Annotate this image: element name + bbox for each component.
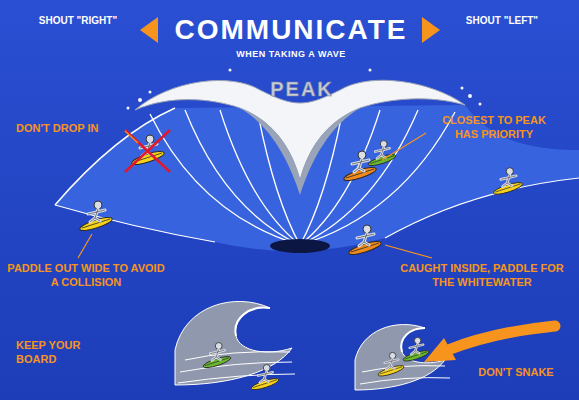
wave-edge	[55, 205, 215, 242]
art-circle	[479, 103, 482, 106]
art-circle	[138, 98, 142, 102]
art-circle	[461, 87, 464, 90]
snake-arrow	[448, 326, 555, 350]
art-line	[125, 130, 170, 172]
art-path	[180, 362, 292, 372]
surfer-priority	[343, 151, 378, 183]
wave-barrel	[240, 108, 360, 195]
art-circle	[127, 107, 130, 110]
art-circle	[369, 69, 372, 72]
arrow-left	[140, 17, 158, 43]
leader-lines	[78, 131, 432, 258]
art-g	[178, 352, 295, 383]
rule-label: DON'T DROP IN	[16, 121, 136, 135]
rule-label: KEEP YOUR BOARD	[16, 338, 108, 367]
art-path	[185, 352, 290, 360]
wave-edge	[385, 178, 579, 238]
art-path	[401, 328, 425, 352]
surfer-waiting	[492, 168, 523, 197]
title: COMMUNICATE	[160, 12, 422, 48]
art-path	[360, 378, 450, 384]
art-line	[125, 130, 170, 172]
art-circle	[468, 94, 472, 98]
rule-label: PADDLE OUT WIDE TO AVOID A COLLISION	[6, 261, 166, 290]
art-line	[125, 131, 138, 143]
rule-label: DON'T SNAKE	[466, 365, 566, 379]
art-line	[382, 133, 426, 160]
peak-label: PEAK	[262, 76, 342, 102]
snake-arrowhead	[424, 338, 456, 362]
vignette-keep-board	[175, 301, 295, 391]
rule-label: CAUGHT INSIDE, PADDLE FOR THE WHITEWATER	[393, 261, 571, 290]
art-g	[360, 366, 450, 384]
cross-mark	[125, 130, 170, 172]
art-path	[235, 308, 270, 336]
art-circle	[149, 91, 152, 94]
shout-call: SHOUT "RIGHT"	[32, 6, 124, 29]
surfer-paddling	[79, 201, 114, 233]
arrow-right	[422, 17, 440, 43]
art-line	[385, 245, 432, 258]
art-use	[250, 365, 280, 392]
art-use	[377, 352, 405, 378]
shout-call: SHOUT "LEFT"	[456, 6, 548, 29]
art-line	[78, 234, 92, 258]
surfer-inside	[348, 225, 383, 257]
rule-label: CLOSEST TO PEAK HAS PRIORITY	[430, 113, 558, 142]
art-circle	[229, 69, 232, 72]
subtitle: WHEN TAKING A WAVE	[160, 49, 422, 61]
art-use	[202, 343, 232, 370]
spray	[127, 69, 482, 110]
art-use	[402, 337, 430, 363]
wave-bottom	[270, 239, 330, 253]
art-path	[175, 301, 292, 385]
